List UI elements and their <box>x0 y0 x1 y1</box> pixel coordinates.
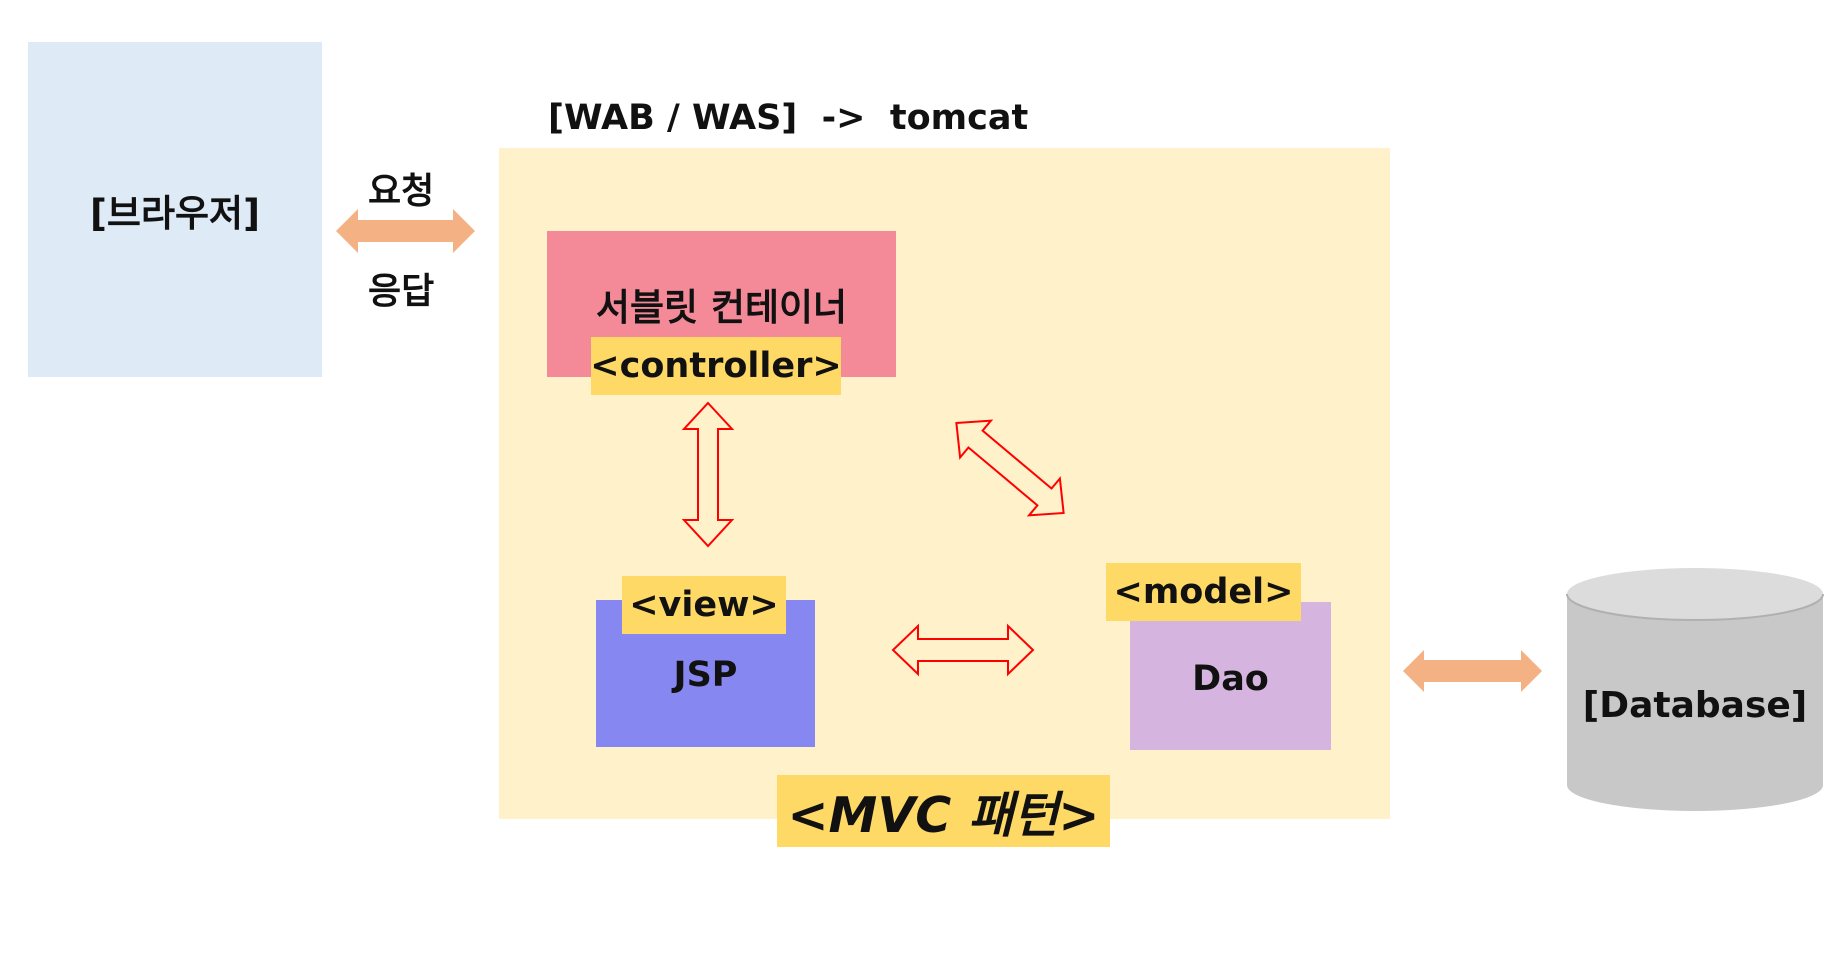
database-label: [Database] <box>1582 684 1808 726</box>
browser-server-arrow <box>336 209 475 253</box>
view-model-arrow <box>891 623 1035 677</box>
database-cylinder <box>1566 568 1824 811</box>
controller-model-arrow <box>955 419 1065 517</box>
server-database-arrow <box>1403 650 1542 692</box>
model-box <box>1130 602 1331 750</box>
servlet-container-label: 서블릿 컨테이너 <box>595 286 848 329</box>
request-label: 요청 <box>368 171 435 212</box>
dao-label: Dao <box>1192 659 1269 699</box>
browser-label: [브라우저] <box>90 191 260 235</box>
controller-tag: <controller> <box>590 337 842 395</box>
browser-box: [브라우저] <box>28 42 322 377</box>
jsp-label: JSP <box>673 655 738 695</box>
controller-view-arrow <box>681 401 735 548</box>
mvc-pattern-label: <MVC 패턴> <box>777 775 1110 847</box>
view-tag: <view> <box>622 576 786 634</box>
response-label: 응답 <box>368 271 435 312</box>
model-tag: <model> <box>1106 563 1301 621</box>
server-title: [WAB / WAS] -> tomcat <box>548 98 1029 138</box>
